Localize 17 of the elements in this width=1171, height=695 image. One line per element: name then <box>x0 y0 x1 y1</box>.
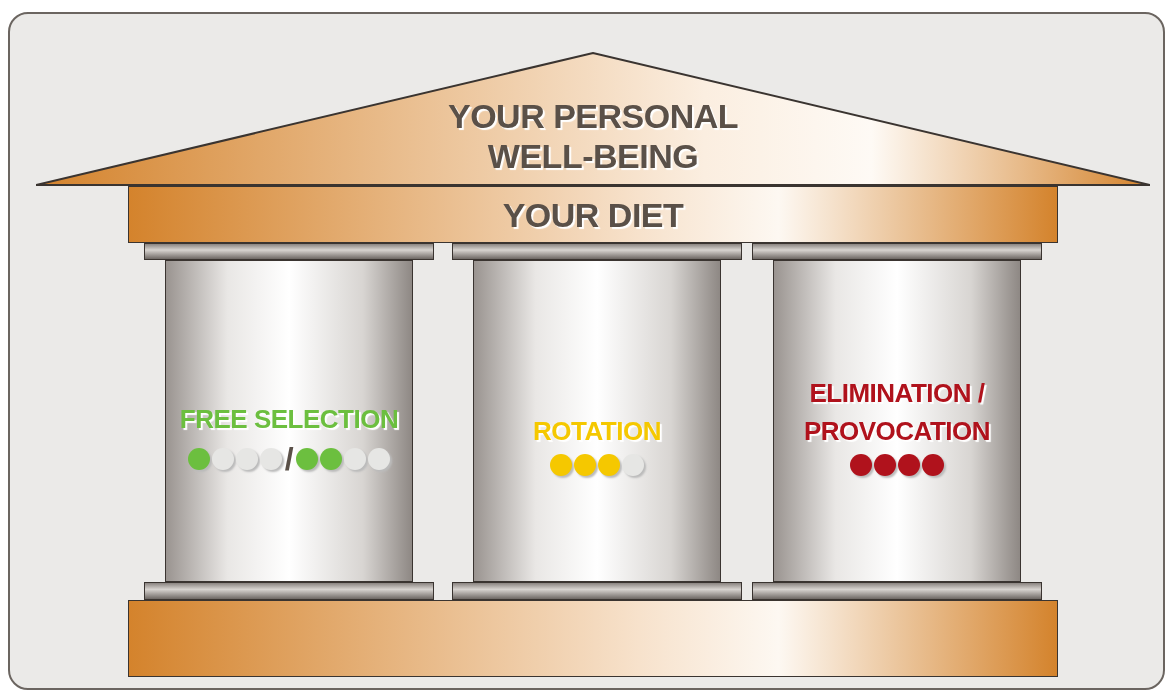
column-plinth <box>144 582 434 600</box>
base-bar <box>128 600 1058 677</box>
roof-title: YOUR PERSONAL WELL-BEING <box>446 96 740 176</box>
column <box>773 260 1021 582</box>
beam-bar <box>128 186 1058 243</box>
column-title: ELIMINATION / PROVOCATION <box>802 377 992 448</box>
column-capital <box>752 243 1042 260</box>
separator-slash: / <box>284 442 294 476</box>
column <box>473 260 721 582</box>
column-capital <box>452 243 742 260</box>
beam-title: YOUR DIET <box>501 195 685 235</box>
column-title: ROTATION <box>532 415 662 448</box>
column-plinth <box>752 582 1042 600</box>
column <box>165 260 413 582</box>
column-plinth <box>452 582 742 600</box>
column-title: FREE SELECTION <box>178 403 400 436</box>
column-capital <box>144 243 434 260</box>
